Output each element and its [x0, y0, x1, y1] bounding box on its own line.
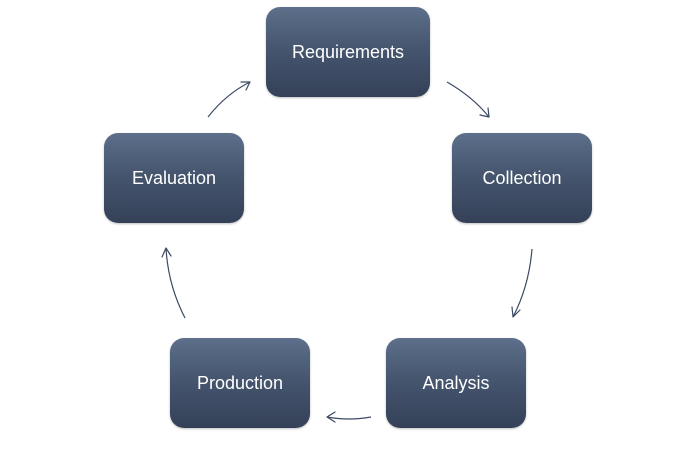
stage-label: Collection [482, 167, 562, 188]
arrow-requirements-to-collection [446, 81, 490, 118]
stage-label: Evaluation [131, 167, 217, 188]
arrow-production-to-evaluation [161, 247, 186, 319]
stage-label: Analysis [422, 372, 490, 393]
arrow-analysis-to-production [326, 411, 372, 423]
stage-label: Production [196, 372, 284, 393]
arrow-evaluation-to-requirements [207, 81, 251, 118]
stage-requirements: Requirements [266, 7, 430, 97]
stage-label: Requirements [291, 41, 405, 62]
stage-collection: Collection [452, 133, 592, 223]
arrow-collection-to-analysis [511, 248, 533, 318]
stage-production: Production [170, 338, 310, 428]
stage-evaluation: Evaluation [104, 133, 244, 223]
stage-analysis: Analysis [386, 338, 526, 428]
